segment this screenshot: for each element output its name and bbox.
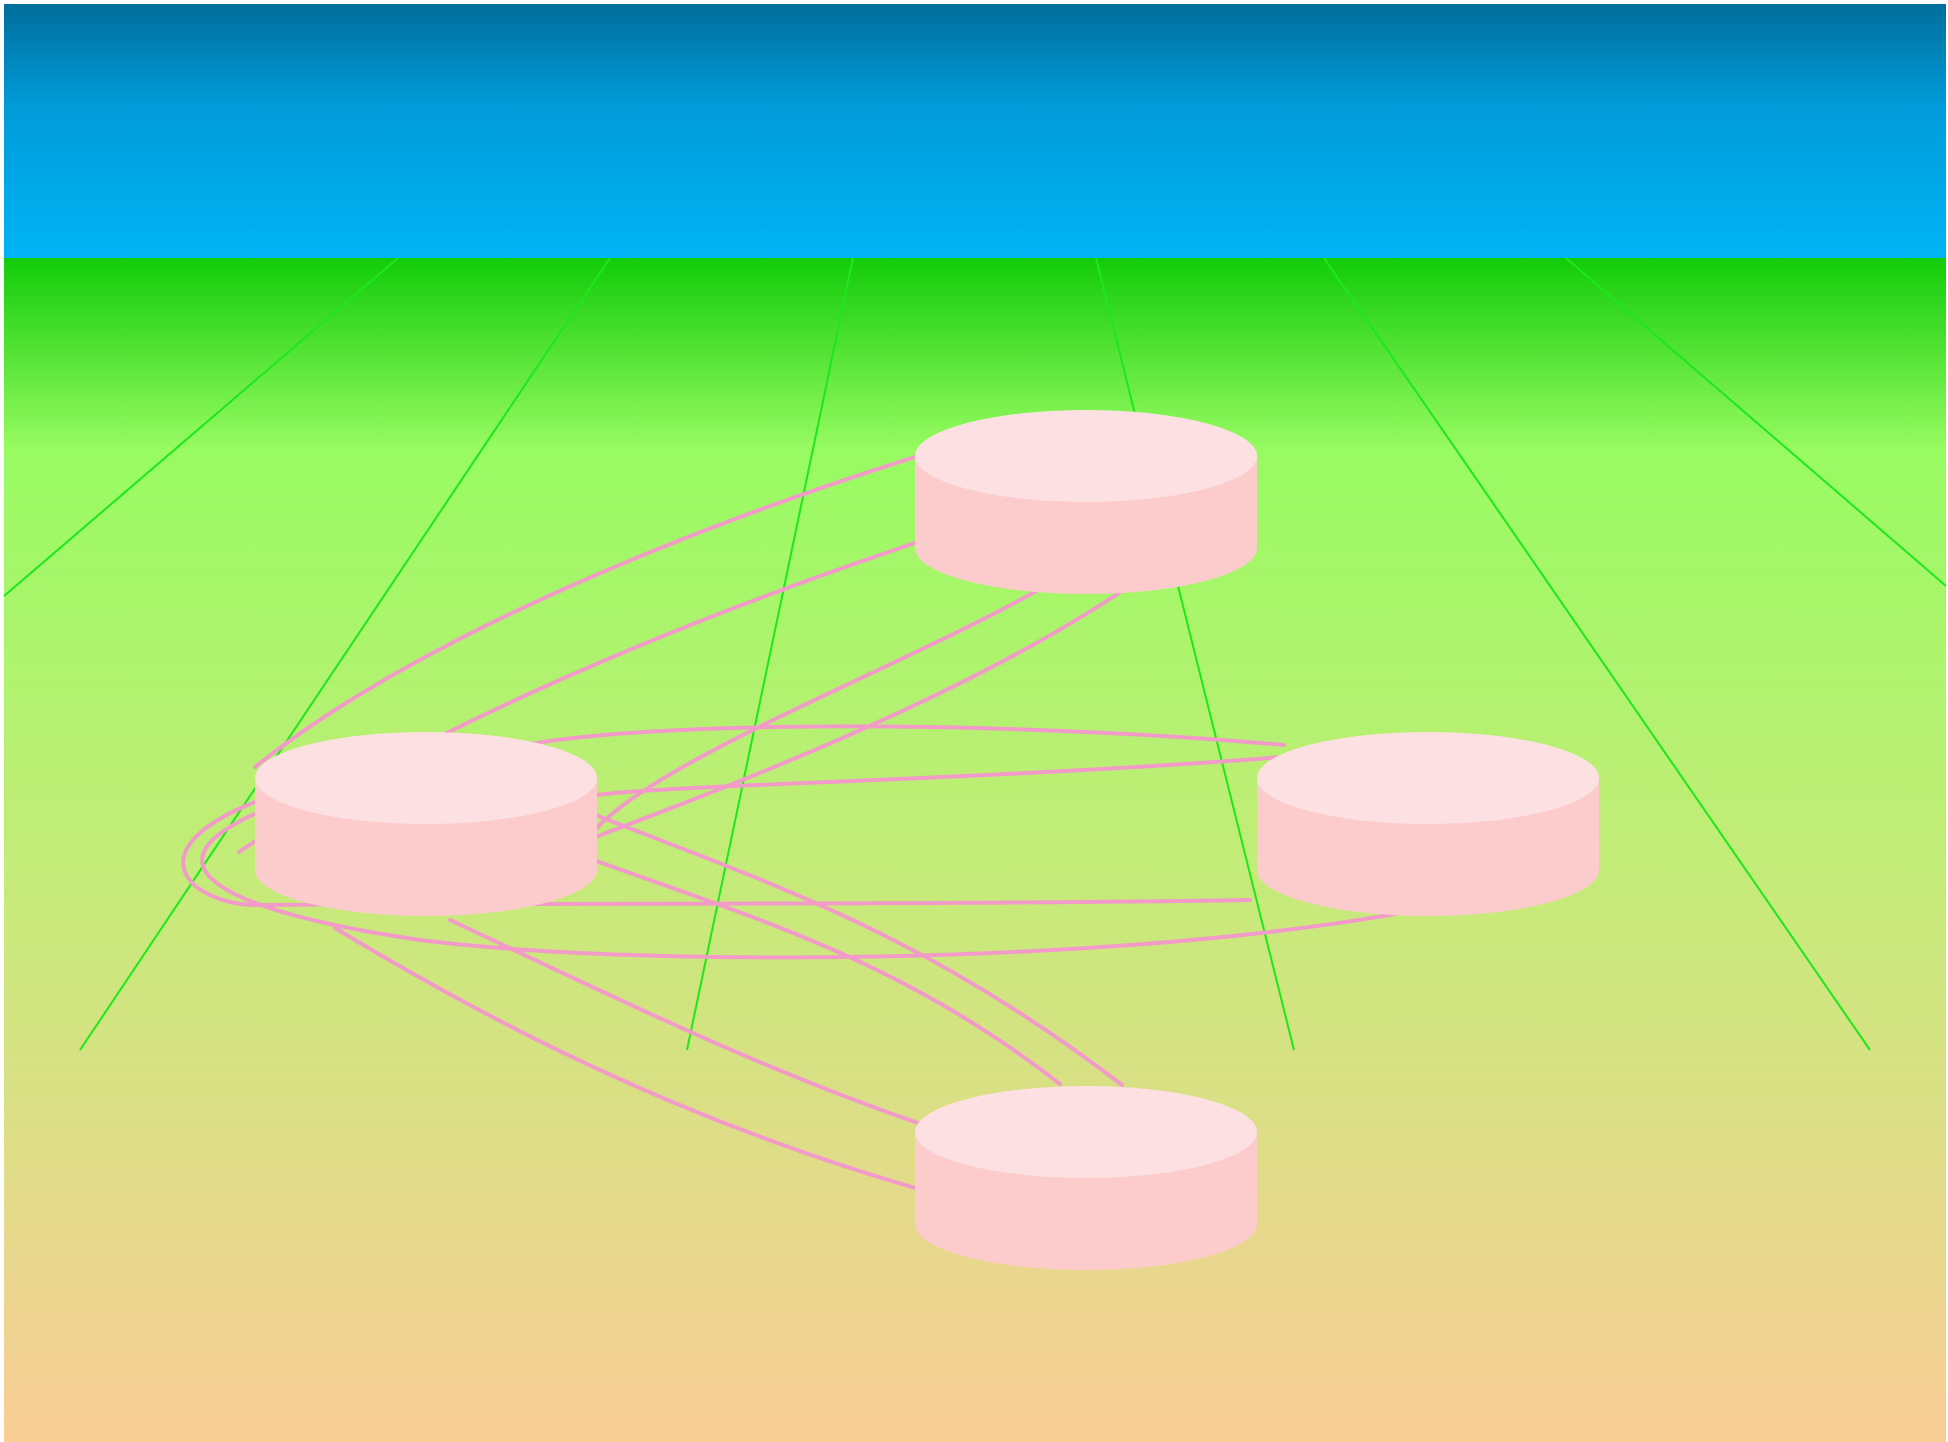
node-bottom[interactable]: [915, 1086, 1257, 1270]
cylinder-top: [1257, 732, 1599, 824]
node-top[interactable]: [915, 410, 1257, 594]
node-left[interactable]: [255, 732, 597, 916]
sky-background: [4, 4, 1946, 258]
cylinder-top: [915, 1086, 1257, 1178]
cylinder-top: [915, 410, 1257, 502]
node-right[interactable]: [1257, 732, 1599, 916]
cylinder-top: [255, 732, 597, 824]
